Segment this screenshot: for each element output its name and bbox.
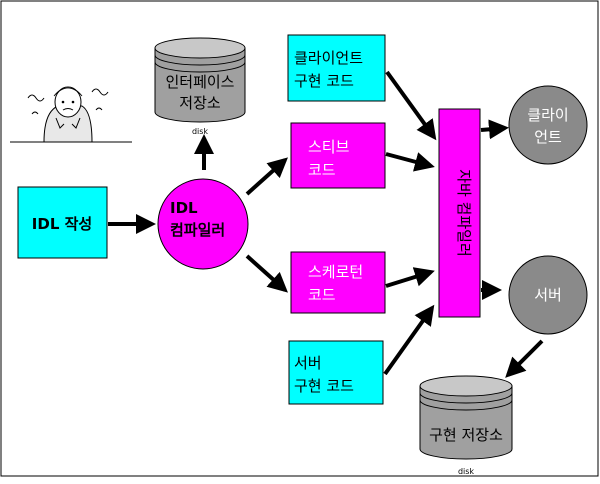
idl-write-label: IDL 작성: [32, 215, 92, 233]
java-compiler-label: 자바 컴파일러: [455, 169, 473, 257]
frustrated-developer-icon: [10, 86, 132, 143]
interface-store-caption: disk: [192, 127, 208, 136]
stub-code-line2: 코드: [308, 161, 336, 179]
skeleton-code-box: 스케로턴 코드: [290, 251, 386, 314]
arrow-server-to-impl-store: [505, 339, 544, 378]
client-code-line1: 클라이언트: [294, 49, 363, 67]
impl-store-cylinder: 구현 저장소 disk: [419, 375, 513, 476]
interface-store-line2: 저장소: [179, 94, 221, 112]
idl-compiler-line1: IDL: [170, 199, 198, 217]
client-code-box: 클라이언트 구현 코드: [287, 34, 386, 102]
interface-store-line1: 인터페이스: [165, 73, 234, 91]
client-line2: 언트: [534, 128, 562, 146]
server-code-box: 서버 구현 코드: [288, 340, 384, 405]
client-code-line2: 구현 코드: [294, 72, 354, 90]
client-node: 클라이 언트: [508, 85, 588, 165]
interface-store-cylinder: 인터페이스 저장소 disk: [154, 37, 246, 136]
skeleton-code-line1: 스케로턴: [308, 263, 363, 281]
arrow-compiler-to-skeleton: [245, 254, 288, 293]
stub-code-line1: 스티브: [308, 138, 350, 156]
idl-compiler-node: IDL 컴파일러: [157, 178, 249, 270]
server-node: 서버: [508, 255, 588, 335]
arrow-compiler-to-stub: [245, 157, 288, 196]
arrow-skeleton-to-java: [385, 267, 435, 288]
java-compiler-box: 자바 컴파일러: [438, 108, 481, 318]
arrow-client-code-to-java: [385, 70, 437, 141]
arrow-server-code-to-java: [383, 304, 435, 376]
arrow-java-to-client: [480, 119, 509, 140]
impl-store-caption: disk: [458, 467, 474, 476]
stub-code-box: 스티브 코드: [290, 122, 386, 189]
server-code-line1: 서버: [294, 354, 322, 372]
impl-store-label: 구현 저장소: [429, 426, 503, 444]
flow-arrows: [108, 70, 544, 378]
skeleton-code-line2: 코드: [308, 286, 336, 304]
arrow-stub-to-java: [385, 152, 435, 172]
client-line1: 클라이: [527, 106, 568, 124]
server-code-line2: 구현 코드: [294, 377, 354, 395]
server-label: 서버: [534, 286, 562, 304]
idl-compiler-line2: 컴파일러: [170, 221, 225, 239]
idl-write-box: IDL 작성: [17, 186, 108, 259]
